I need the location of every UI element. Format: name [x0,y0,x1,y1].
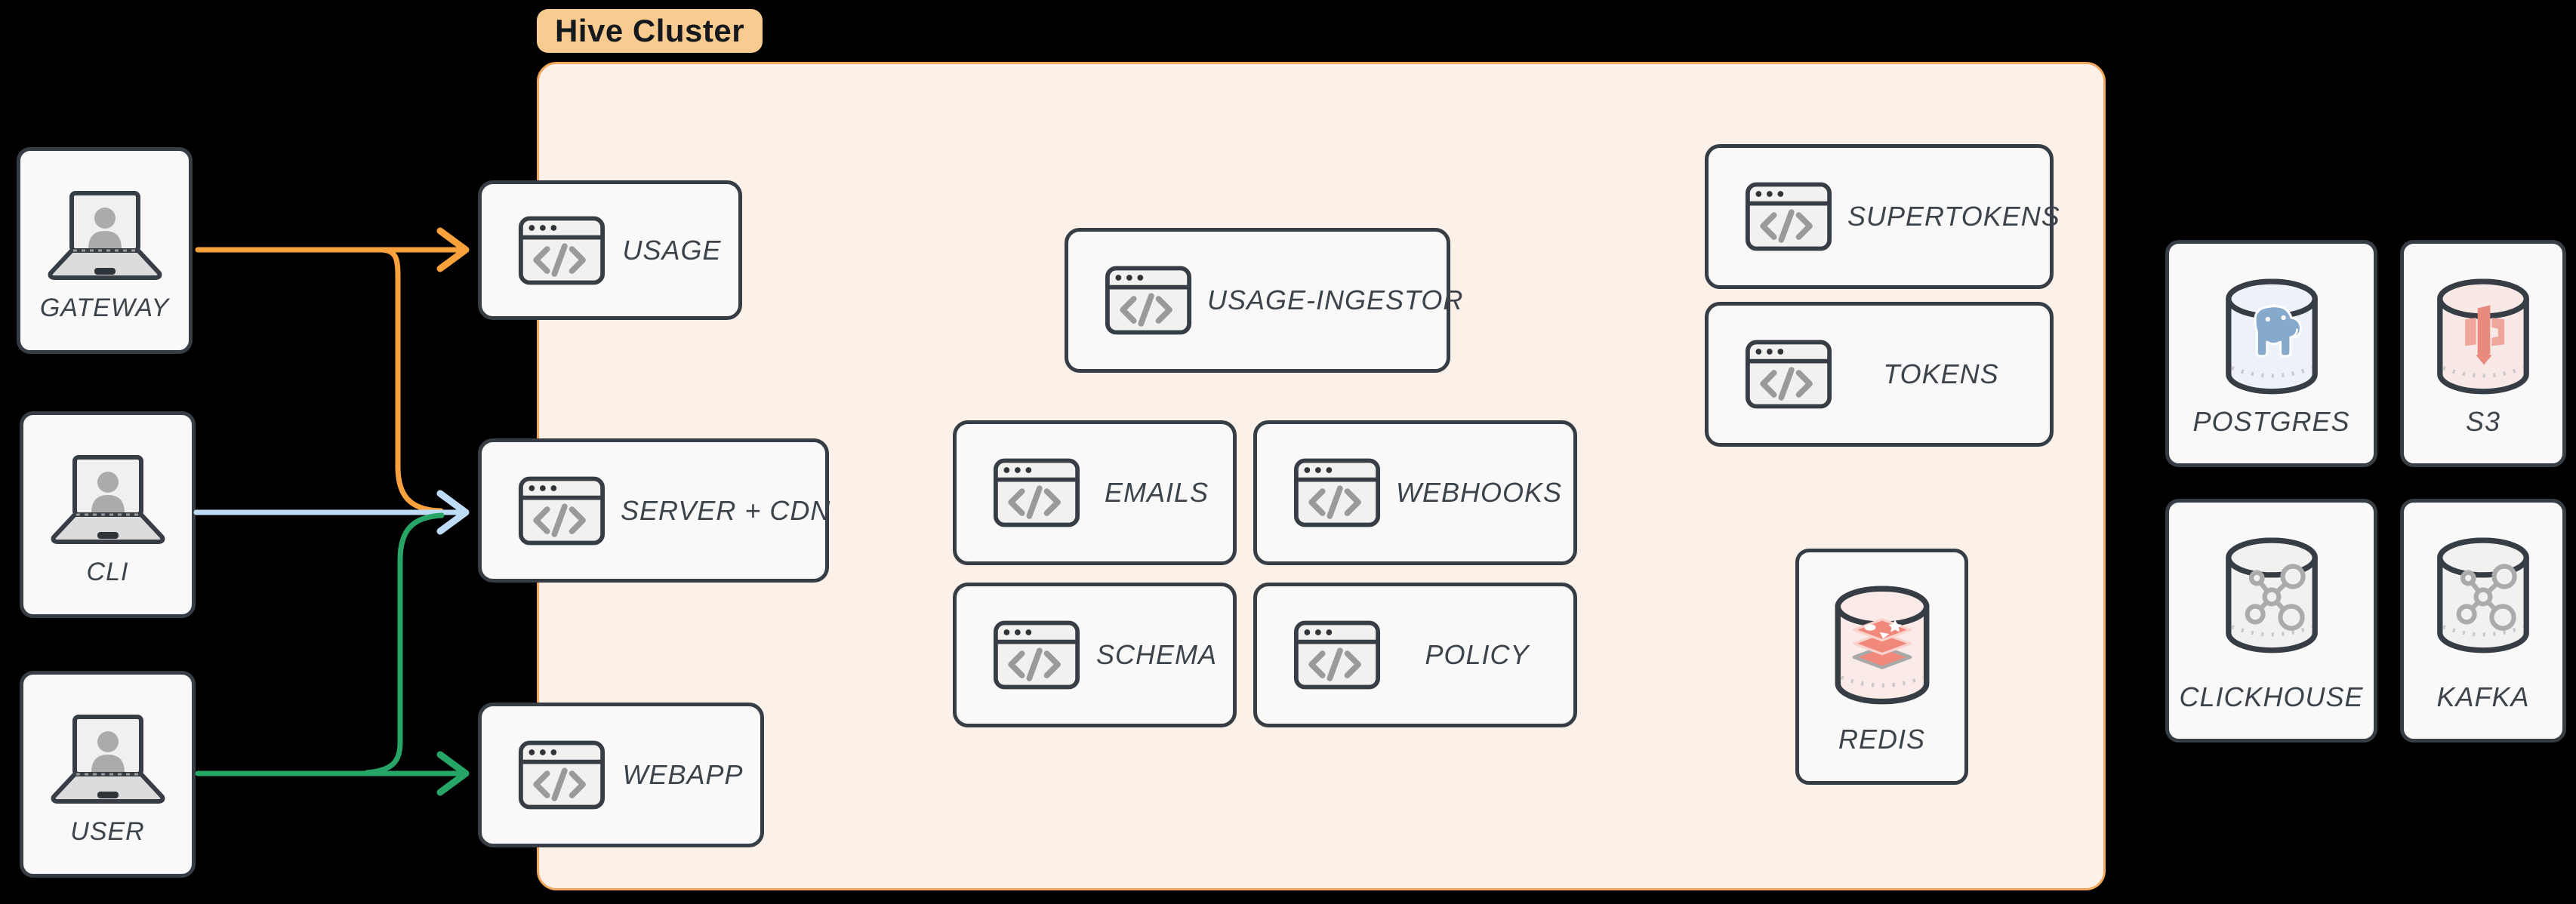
node-usage-ingestor: USAGE-INGESTOR [1065,228,1462,373]
node-label: GATEWAY [39,294,170,322]
node-label: WEBHOOKS [1396,477,1563,508]
node-label: SCHEMA [1095,639,1218,670]
node-server-cdn: SERVER + CDN [478,438,830,583]
node-label: CLICKHOUSE [2179,681,2364,712]
node-usage: USAGE [478,180,742,320]
node-label: CLI [86,558,129,586]
node-policy: POLICY [1253,583,1577,727]
hive-cluster-label: Hive Cluster [555,13,745,48]
node-gateway: GATEWAY [17,147,193,354]
laptop-user-icon [48,454,168,545]
browser-code-icon [518,215,605,286]
node-clickhouse: CLICKHOUSE [2165,499,2377,743]
s3-database-icon [2437,278,2529,395]
node-label: POSTGRES [2192,406,2350,437]
node-supertokens: SUPERTOKENS [1705,144,2060,289]
browser-code-icon [1745,181,1832,252]
node-cli: CLI [20,411,196,618]
node-label: REDIS [1838,724,1926,755]
browser-code-icon [993,620,1080,690]
hive-cluster-badge: Hive Cluster [537,9,763,53]
browser-code-icon [1745,339,1832,410]
node-label: SERVER + CDN [621,494,831,526]
node-label: SUPERTOKENS [1847,201,2060,232]
browser-code-icon [1293,620,1381,690]
arrow-user [195,512,470,796]
redis-database-icon [1835,586,1929,705]
node-label: KAFKA [2436,681,2530,712]
node-label: S3 [2465,406,2501,437]
clickhouse-database-icon [2225,537,2318,653]
node-webhooks: WEBHOOKS [1253,420,1577,565]
node-tokens: TOKENS [1705,302,2054,447]
node-label: EMAILS [1104,477,1209,508]
node-label: USER [70,817,145,846]
node-webapp: WEBAPP [478,703,764,847]
browser-code-icon [518,739,605,810]
node-label: USAGE [622,234,722,266]
node-kafka: KAFKA [2400,499,2566,743]
node-label: POLICY [1425,639,1530,670]
browser-code-icon [1293,457,1381,528]
node-schema: SCHEMA [953,583,1237,727]
node-redis: REDIS [1795,549,1968,785]
node-s3: S3 [2400,240,2566,467]
node-label: TOKENS [1883,358,1999,389]
node-emails: EMAILS [953,420,1237,565]
postgres-database-icon [2225,278,2318,395]
node-postgres: POSTGRES [2165,240,2377,467]
node-label: USAGE-INGESTOR [1207,284,1464,315]
browser-code-icon [1105,265,1192,336]
browser-code-icon [518,475,605,546]
arrow-cli [193,490,470,535]
arrow-gateway [195,227,470,514]
browser-code-icon [993,457,1080,528]
node-user: USER [20,671,196,878]
laptop-user-icon [48,714,168,804]
kafka-database-icon [2437,537,2529,653]
laptop-user-icon [45,190,165,281]
node-label: WEBAPP [622,759,744,790]
